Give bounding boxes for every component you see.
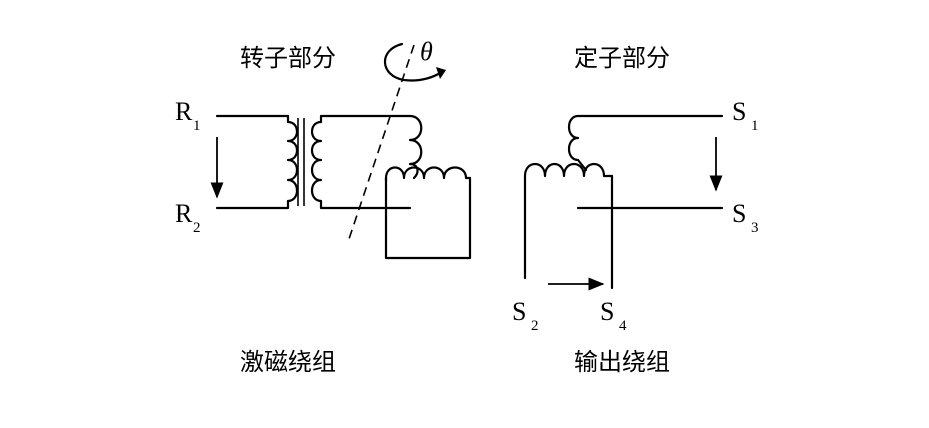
rotor-title: 转子部分 (240, 44, 336, 72)
terminal-r2-sub: 2 (193, 220, 201, 236)
rotor-axis-line (347, 44, 415, 243)
terminal-r1: R 1 (175, 97, 201, 134)
terminal-s1-letter: S (732, 97, 746, 126)
terminal-s1-sub: 1 (751, 118, 759, 134)
rotation-arrow-icon (383, 42, 446, 82)
terminal-s2-letter: S (512, 297, 526, 326)
terminal-s2: S 2 (512, 297, 539, 334)
terminal-s1: S 1 (732, 97, 759, 134)
terminal-s3-letter: S (732, 199, 746, 228)
output-winding (523, 114, 724, 290)
terminal-s3-sub: 3 (751, 220, 759, 236)
stator-caption: 输出绕组 (574, 348, 670, 376)
stator-title: 定子部分 (574, 44, 670, 72)
terminal-s4-letter: S (600, 297, 614, 326)
terminal-s4: S 4 (600, 297, 627, 334)
terminal-s3: S 3 (732, 199, 759, 236)
terminal-r1-letter: R (175, 97, 193, 126)
rotor-caption: 激磁绕组 (240, 348, 336, 376)
terminal-r2: R 2 (175, 199, 201, 236)
terminal-s4-sub: 4 (619, 318, 627, 334)
terminal-s2-sub: 2 (531, 318, 539, 334)
rotation-angle-symbol: θ (420, 37, 433, 66)
terminal-r2-letter: R (175, 199, 193, 228)
terminal-r1-sub: 1 (193, 118, 201, 134)
excitation-winding (215, 114, 472, 260)
